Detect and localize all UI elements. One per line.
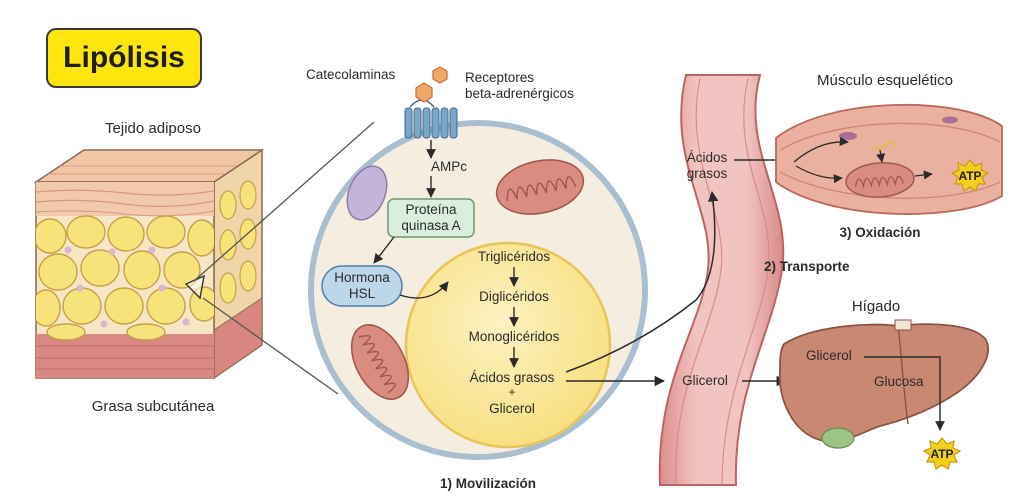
camp-label: AMPc [430, 159, 468, 174]
zoom-line-bottom [202, 297, 339, 395]
atp-burst-muscle [950, 159, 990, 192]
vessel-fatty-acids-line2: grasos [686, 166, 728, 181]
stage-transport-label: 2) Transporte [764, 259, 850, 274]
mitochondrion-bottom [350, 324, 410, 400]
zoom-line-top [193, 121, 375, 282]
cascade-step-diglycerides: Diglicéridos [479, 289, 549, 304]
hsl-label-line2: HSL [348, 286, 376, 301]
subcutaneous-fat-label: Grasa subcutánea [91, 398, 215, 415]
pka-label-line1: Proteína [405, 202, 457, 217]
fat-cell [308, 66, 648, 460]
blood-vessel [658, 74, 785, 486]
product-fatty-acids: Ácidos grasos [469, 370, 555, 385]
adipose-tissue-block [33, 148, 265, 380]
vesicle [346, 165, 388, 221]
stage-oxidation-label: 3) Oxidación [839, 225, 921, 240]
cascade-step-monoglycerides: Monoglicéridos [468, 329, 560, 344]
liver-label: Hígado [851, 298, 901, 315]
hsl-label-line1: Hormona [334, 270, 390, 285]
atp-burst-liver [922, 437, 962, 470]
product-glycerol: Glicerol [489, 401, 535, 416]
liver-glucose-label: Glucosa [874, 374, 924, 389]
lipid-droplet [404, 241, 612, 449]
pka-label-line2: quinasa A [401, 218, 461, 233]
muscle-label: Músculo esquelético [817, 72, 953, 89]
vessel-glycerol-label: Glicerol [682, 373, 728, 388]
catecholamines-label: Catecolaminas [306, 67, 396, 82]
hsl-pill [321, 265, 403, 307]
receptors-label-line1: Receptores [465, 70, 535, 85]
liver-glycerol-label: Glicerol [806, 348, 852, 363]
atp-muscle-label: ATP [958, 169, 982, 183]
title-badge: Lipólisis [46, 28, 202, 88]
liver [778, 319, 989, 449]
catecholamine-bound-icon [415, 82, 433, 103]
adipose-tissue-label: Tejido adiposo [105, 120, 201, 137]
cascade-step-triglycerides: Triglicéridos [477, 249, 551, 264]
skeletal-muscle [775, 103, 1003, 215]
mitochondrion-top [495, 159, 585, 215]
pka-box [387, 198, 475, 238]
vessel-fatty-acids-line1: Ácidos [686, 150, 728, 165]
product-plus: + [508, 385, 516, 399]
stage-mobilization-label: 1) Movilización [439, 476, 537, 491]
fatty-acids-path-arrow [565, 190, 719, 373]
receptors-label-line2: beta-adrenérgicos [465, 86, 574, 101]
catecholamine-free-icon [432, 66, 448, 84]
atp-liver-label: ATP [930, 447, 954, 461]
beta-receptor [404, 99, 458, 139]
